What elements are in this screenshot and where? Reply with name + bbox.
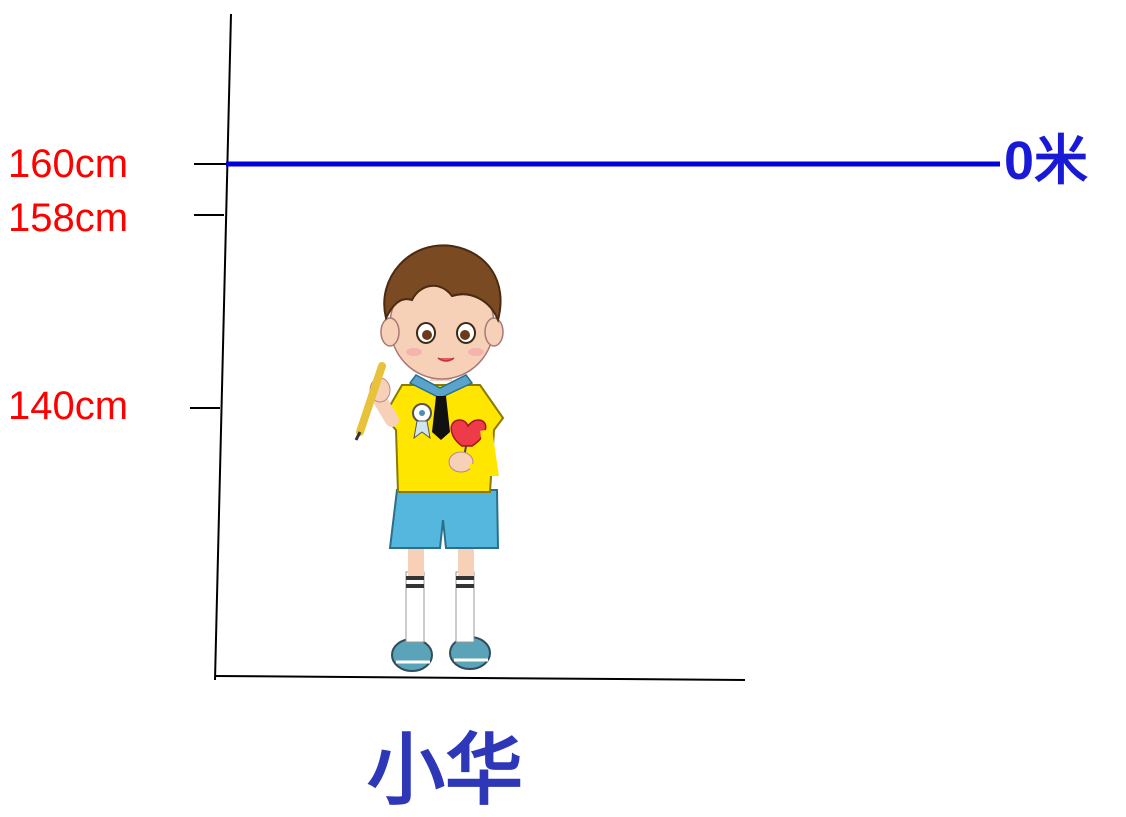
tick-label-158: 158cm xyxy=(8,196,129,240)
tick-label-160: 160cm xyxy=(8,142,129,186)
figure-name-label: 小华 xyxy=(366,726,523,816)
tick-label-140: 140cm xyxy=(8,384,129,428)
zero-number: 0 xyxy=(1004,131,1035,191)
zero-meter-label: 0米 xyxy=(1004,128,1088,194)
vertical-axis xyxy=(214,13,232,681)
horizontal-axis xyxy=(214,675,746,681)
boy-figure xyxy=(354,244,505,672)
meter-unit: 米 xyxy=(1034,129,1089,192)
